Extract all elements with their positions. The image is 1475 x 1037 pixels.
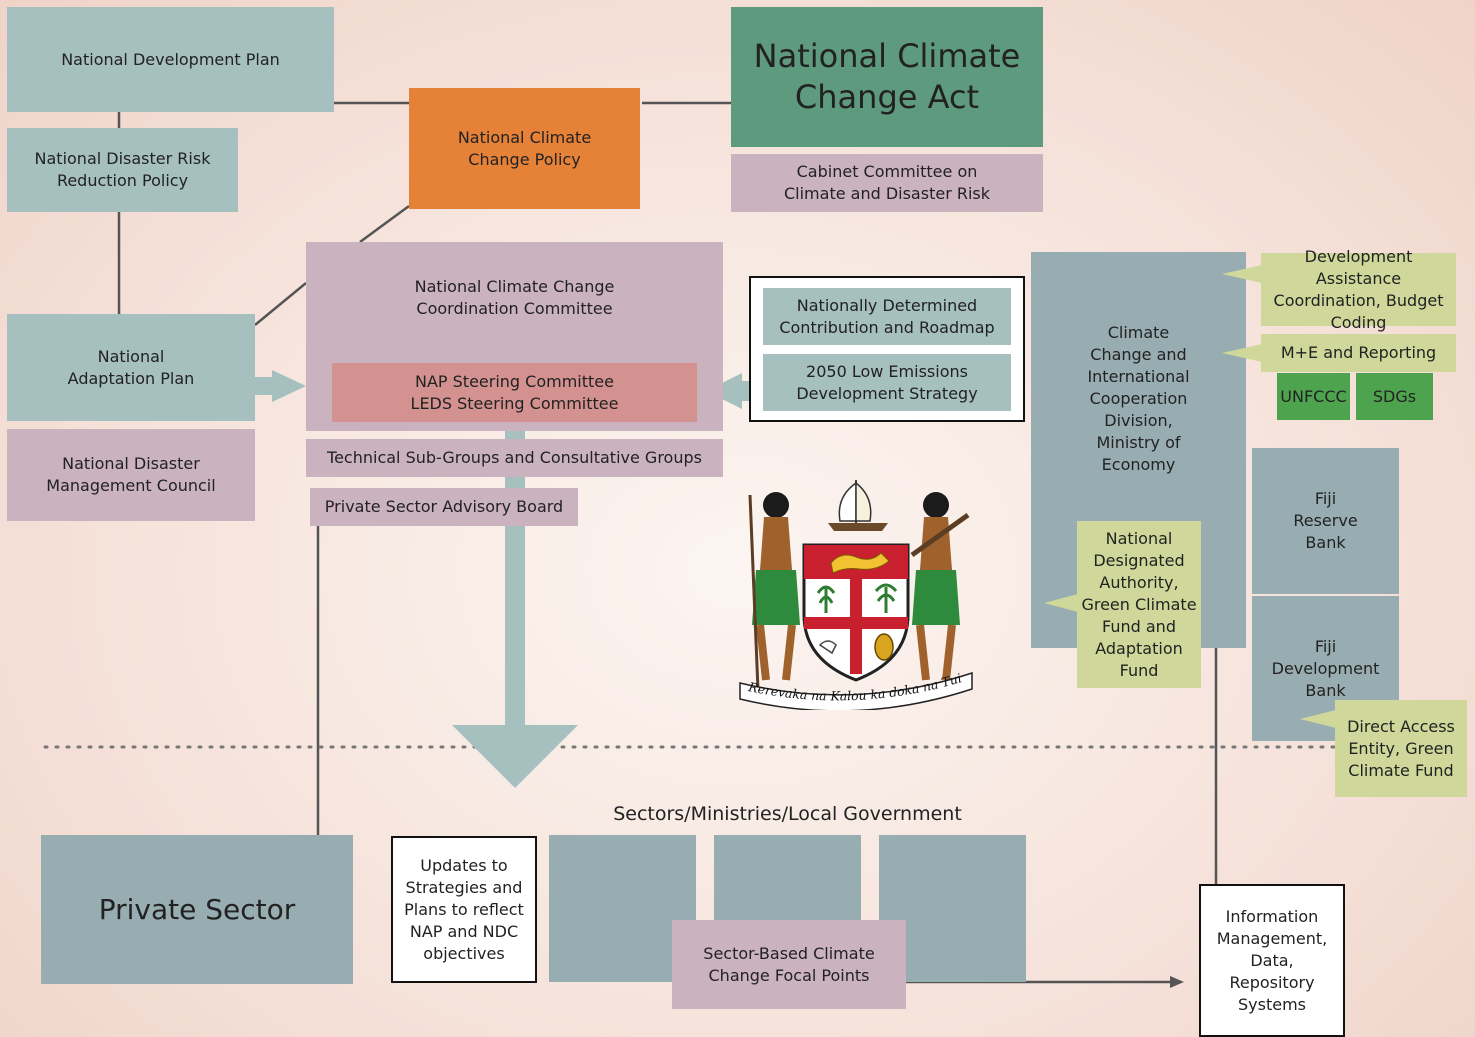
updates-box: Updates to Strategies and Plans to refle… (391, 836, 537, 983)
private-sector-advisory-box: Private Sector Advisory Board (310, 488, 578, 526)
direct-access-box: Direct Access Entity, Green Climate Fund (1335, 700, 1467, 797)
private-sector-box: Private Sector (41, 835, 353, 984)
callout-pointer (1222, 344, 1262, 362)
low-emissions-strategy-box: 2050 Low Emissions Development Strategy (763, 354, 1011, 411)
disaster-risk-reduction-policy-box: National Disaster Risk Reduction Policy (7, 128, 238, 212)
nda-gcf-box: National Designated Authority, Green Cli… (1077, 521, 1201, 688)
national-adaptation-plan-box: National Adaptation Plan (7, 314, 255, 421)
sdgs-box: SDGs (1356, 373, 1433, 420)
focal-points-box: Sector-Based Climate Change Focal Points (672, 920, 906, 1009)
callout-pointer (1222, 265, 1262, 283)
information-management-box: Information Management, Data, Repository… (1199, 884, 1345, 1037)
climate-change-policy-box: National Climate Change Policy (409, 88, 640, 209)
fiji-coat-of-arms-emblem: Rerevaka na Kalou ka doka na Tui (739, 480, 973, 710)
reserve-bank-box: Fiji Reserve Bank (1252, 448, 1399, 594)
disaster-management-council-box: National Disaster Management Council (7, 429, 255, 521)
callout-pointer (1044, 594, 1078, 612)
me-reporting-box: M+E and Reporting (1261, 334, 1456, 372)
callout-pointer (1300, 710, 1336, 728)
cabinet-committee-box: Cabinet Committee on Climate and Disaste… (731, 154, 1043, 212)
steering-committees-box: NAP Steering Committee LEDS Steering Com… (332, 363, 697, 422)
unfccc-box: UNFCCC (1277, 373, 1350, 420)
sector-block (549, 835, 696, 982)
climate-change-act-box: National Climate Change Act (731, 7, 1043, 147)
technical-subgroups-box: Technical Sub-Groups and Consultative Gr… (306, 439, 723, 477)
ndc-roadmap-box: Nationally Determined Contribution and R… (763, 288, 1011, 345)
development-assistance-box: Development Assistance Coordination, Bud… (1261, 247, 1456, 332)
national-development-plan-box: National Development Plan (7, 7, 334, 112)
sectors-label: Sectors/Ministries/Local Government (613, 803, 962, 825)
